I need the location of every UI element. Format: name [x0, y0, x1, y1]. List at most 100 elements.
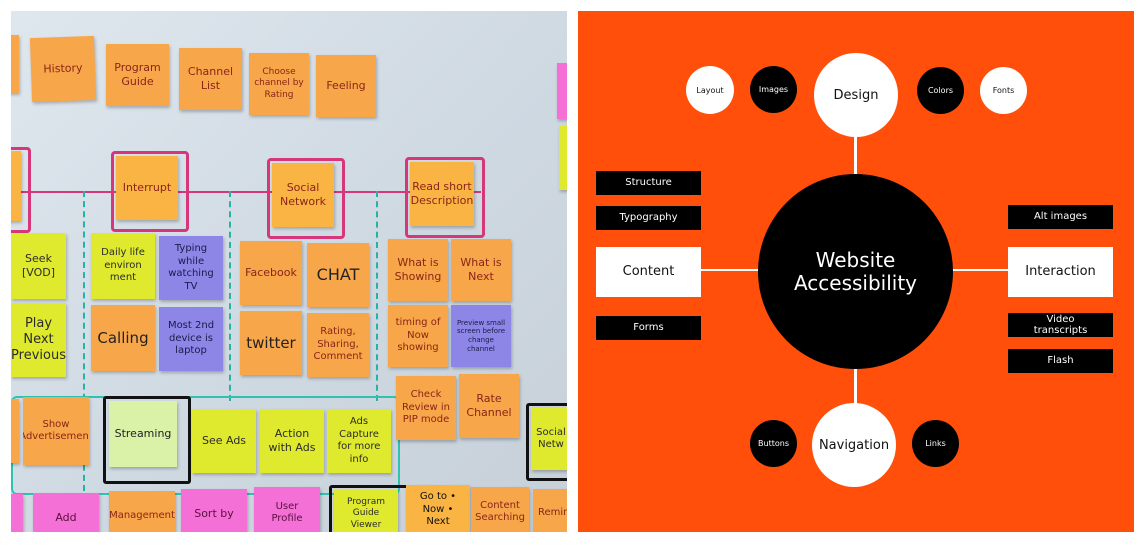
note-management: Management	[109, 491, 175, 532]
flash-node: Flash	[1008, 349, 1113, 373]
note-text: History	[43, 61, 83, 76]
note-text: timing of Now showing	[395, 317, 441, 354]
note-text: CHAT	[316, 265, 360, 284]
note-partial-right	[557, 63, 567, 119]
teal-dashed-line	[376, 191, 378, 401]
note-what-next: What is Next	[451, 239, 511, 301]
teal-dashed-line	[229, 191, 231, 401]
note-read-short: Read short Description	[410, 162, 474, 226]
note-text: Interrupt	[122, 181, 172, 195]
note-facebook: Facebook	[240, 241, 302, 305]
pink-frame	[267, 158, 345, 239]
note-chat: CHAT	[307, 243, 369, 307]
center-node: Website Accessibility	[758, 174, 953, 369]
note-partial-left	[11, 494, 23, 532]
note-partial-left	[11, 151, 21, 221]
content-node: Content	[596, 247, 701, 297]
flash-label: Flash	[1047, 355, 1074, 367]
typography-node: Typography	[596, 206, 701, 230]
note-text: User Profile	[271, 500, 303, 525]
note-text: Social Network	[280, 181, 326, 208]
note-text: Calling	[97, 328, 149, 347]
note-show-ad: Show Advertisement	[23, 397, 89, 465]
note-social-partial: Social Netw	[531, 408, 567, 470]
note-text: Show Advertisement	[23, 418, 89, 443]
note-add: Add	[33, 493, 99, 532]
note-goto: Go to • Now • Next	[406, 485, 470, 532]
buttons-node: Buttons	[750, 420, 797, 467]
forms-label: Forms	[633, 322, 664, 334]
note-text: Content Searching	[475, 499, 525, 524]
note-text: twitter	[246, 333, 296, 352]
note-text: Most 2nd device is laptop	[167, 320, 215, 357]
note-user-profile: User Profile	[254, 487, 320, 532]
fonts-label: Fonts	[992, 86, 1015, 95]
note-text: Facebook	[245, 266, 297, 280]
center-label: Website Accessibility	[793, 247, 918, 295]
note-ads-capture: Ads Capture for more info	[327, 409, 391, 473]
note-text: What is Next	[460, 256, 502, 283]
colors-node: Colors	[917, 67, 964, 114]
design-label: Design	[833, 87, 879, 103]
note-text: Management	[109, 509, 175, 521]
note-channel-list: Channel List	[179, 48, 242, 110]
note-check-review: Check Review in PIP mode	[396, 376, 456, 440]
note-content-search: Content Searching	[471, 487, 529, 532]
note-text: Daily life environ ment	[101, 247, 145, 284]
pink-connector-line	[11, 191, 481, 193]
fonts-node: Fonts	[980, 67, 1027, 114]
sticky-note-board-photo: History Program Guide Channel List Choos…	[11, 11, 567, 532]
note-partial-left	[11, 35, 19, 93]
note-see-ads: See Ads	[192, 409, 256, 473]
note-program-guide: Program Guide	[106, 44, 169, 106]
typography-label: Typography	[619, 212, 678, 224]
images-label: Images	[758, 85, 789, 94]
note-action-ads: Action with Ads	[260, 409, 324, 473]
note-interrupt: Interrupt	[116, 156, 178, 220]
connector-line	[950, 269, 1010, 271]
navigation-node: Navigation	[812, 403, 896, 487]
note-text: Program Guide Viewer	[347, 497, 385, 530]
alt-images-label: Alt images	[1033, 211, 1088, 223]
links-node: Links	[912, 420, 959, 467]
links-label: Links	[925, 439, 946, 448]
connector-line	[854, 369, 857, 405]
teal-dashed-line	[83, 191, 85, 491]
note-history: History	[29, 35, 97, 103]
note-text: Play Next Previous	[11, 315, 66, 364]
note-text: Add	[55, 511, 77, 525]
note-text: Sort by	[194, 507, 234, 521]
note-typing: Typing while watching TV	[159, 236, 223, 300]
note-text: Streaming	[114, 427, 172, 441]
note-text: Preview small screen before change chann…	[456, 318, 506, 353]
note-play-next: Play Next Previous	[11, 303, 66, 377]
accessibility-mindmap: Website Accessibility Design Navigation …	[578, 11, 1134, 532]
note-preview: Preview small screen before change chann…	[451, 305, 511, 367]
note-text: Check Review in PIP mode	[402, 389, 450, 426]
video-transcripts-label: Video transcripts	[1033, 313, 1088, 337]
note-text: Go to • Now • Next	[419, 491, 457, 528]
note-rate: Rate Channel	[459, 374, 519, 438]
note-text: Action with Ads	[268, 427, 316, 454]
note-text: Rate Channel	[466, 392, 512, 419]
pink-frame	[405, 157, 485, 238]
structure-node: Structure	[596, 171, 701, 195]
note-text: See Ads	[201, 434, 247, 448]
note-partial-left	[11, 399, 19, 463]
pink-frame	[111, 151, 189, 232]
note-sort-by: Sort by	[181, 489, 247, 532]
buttons-label: Buttons	[758, 439, 789, 448]
note-social-network: Social Network	[272, 163, 334, 227]
interaction-node: Interaction	[1008, 247, 1113, 297]
layout-node: Layout	[686, 66, 734, 114]
note-text: Read short Description	[410, 180, 474, 207]
layout-label: Layout	[696, 85, 724, 95]
interaction-label: Interaction	[1025, 263, 1096, 279]
note-text: Channel List	[187, 65, 234, 92]
note-text: Typing while watching TV	[168, 243, 214, 292]
note-twitter: twitter	[240, 311, 302, 375]
content-label: Content	[622, 263, 675, 279]
note-rating: Rating, Sharing, Comment	[307, 313, 369, 377]
navigation-label: Navigation	[818, 437, 890, 453]
note-choose-channel: Choose channel by Rating	[249, 53, 309, 115]
